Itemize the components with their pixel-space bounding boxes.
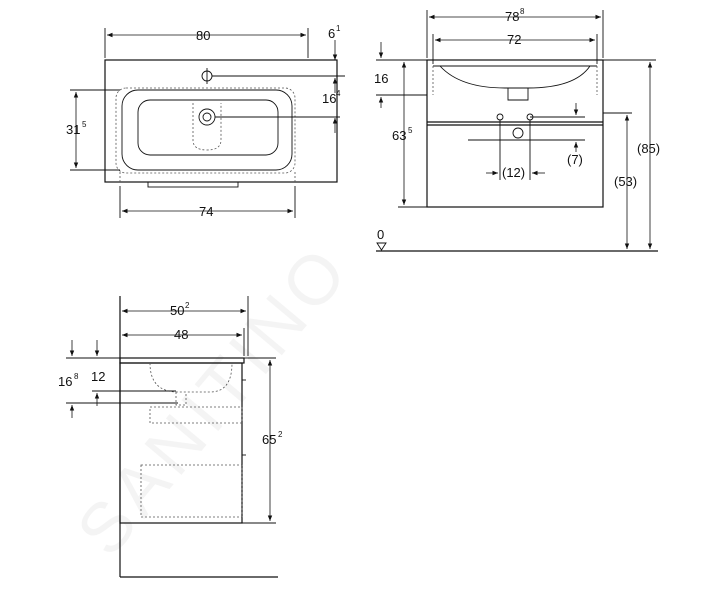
dim-side-depth: 50 [170, 303, 184, 318]
front-view: 78 8 72 16 63 5 (85) (53) (7) [374, 7, 660, 252]
bowl-basin [137, 99, 279, 156]
bowl-outer-dashed [115, 87, 296, 174]
dim-front-height: 63 [392, 128, 406, 143]
dim-bowl-width: 74 [199, 204, 213, 219]
dim-inner-depth: 48 [174, 327, 188, 342]
dim-total-height: (85) [637, 141, 660, 156]
dim-top-thickness: 12 [91, 369, 105, 384]
dim-top-drop: 16 [374, 71, 388, 86]
top-view: 80 6 1 31 5 16 4 74 [66, 24, 345, 219]
basin-profile [439, 65, 591, 89]
drawer-front-edge [147, 181, 239, 188]
dim-inner-width: 72 [507, 32, 521, 47]
dim-cabinet-height: (53) [614, 174, 637, 189]
washbasin-outline-top [104, 59, 338, 183]
dim-width: 80 [196, 28, 210, 43]
dim-handle-spacing: (12) [502, 165, 525, 180]
dim-bowl-depth: 31 [66, 122, 80, 137]
side-cabinet [119, 362, 243, 524]
dim-side-height: 65 [262, 432, 276, 447]
dim-handle-drop: (7) [567, 152, 583, 167]
drain-hole [198, 108, 216, 126]
side-view: 50 2 48 16 8 12 65 2 [58, 296, 283, 578]
floor-mark: 0 [377, 227, 384, 242]
svg-text:8: 8 [520, 7, 525, 16]
dim-outer-width: 78 [505, 9, 519, 24]
svg-text:4: 4 [336, 89, 341, 98]
watermark: SANITINO [62, 229, 365, 569]
dim-waste-drop: 16 [58, 374, 72, 389]
front-cabinet-outline [426, 59, 604, 208]
svg-text:2: 2 [278, 430, 283, 439]
dim-tap-to-bowl: 16 [322, 91, 336, 106]
dim-tap-offset: 6 [328, 26, 335, 41]
svg-text:8: 8 [74, 372, 79, 381]
svg-text:2: 2 [185, 301, 190, 310]
svg-text:5: 5 [82, 120, 87, 129]
bowl-inner [121, 89, 293, 171]
side-basin-profile [149, 362, 233, 393]
svg-text:1: 1 [336, 24, 341, 33]
svg-text:5: 5 [408, 126, 413, 135]
